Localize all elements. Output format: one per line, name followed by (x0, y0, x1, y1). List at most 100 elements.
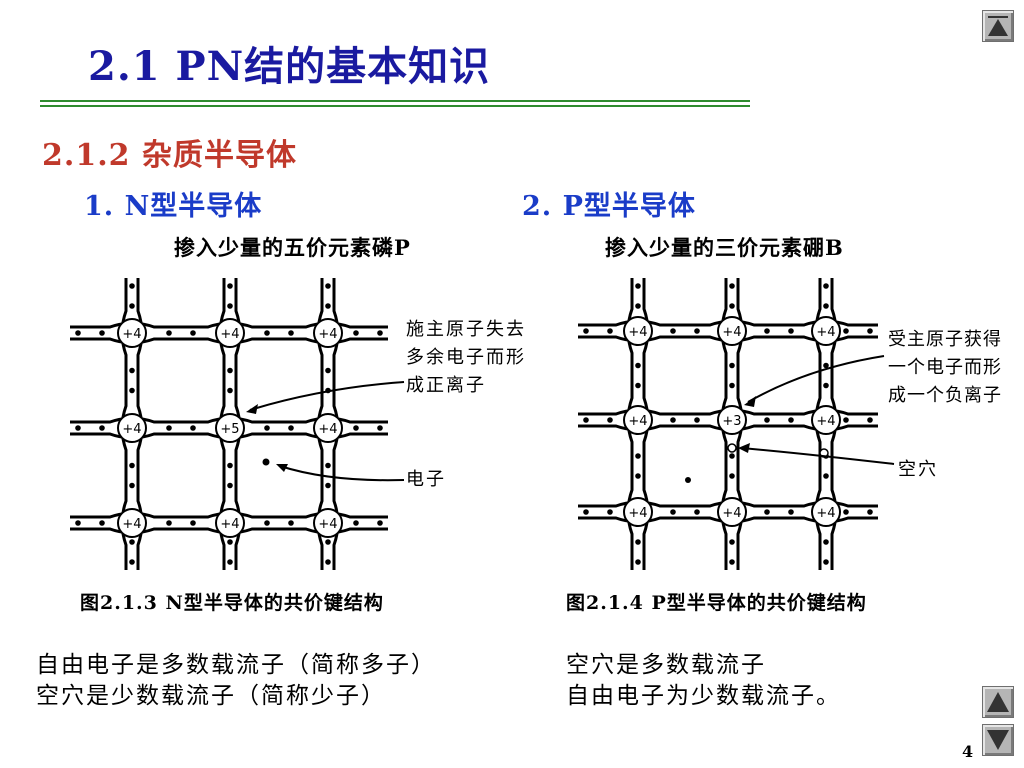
p-valence-electron (635, 539, 641, 545)
n-atom-charge: +4 (122, 517, 141, 532)
p-valence-electron (729, 382, 735, 389)
p-valence-electron (583, 509, 589, 515)
p-atom-charge: +4 (628, 325, 647, 340)
p-atom-charge: +4 (628, 414, 647, 429)
n-type-heading: 1. N型半导体 (84, 191, 263, 222)
top-nav-button[interactable] (982, 10, 1014, 42)
n-atom (215, 413, 245, 443)
n-atom-charge: +4 (220, 327, 239, 342)
n-valence-electron (227, 303, 233, 309)
n-valence-electron (166, 330, 172, 336)
p-type-acceptor-annotation: 受主原子获得 一个电子而形 成一个负离子 (888, 326, 1002, 410)
p-valence-electron (635, 283, 641, 289)
section-subtitle: 2.1.2 杂质半导体 (42, 138, 297, 173)
p-valence-electron (764, 328, 770, 334)
n-valence-electron (99, 330, 105, 336)
p-valence-electron (635, 362, 641, 369)
n-valence-electron (190, 330, 196, 336)
p-annotation-line-1: 受主原子获得 (888, 329, 1002, 350)
n-valence-electron (353, 520, 359, 526)
p-type-figure-caption: 图2.1.4 P型半导体的共价键结构 (566, 592, 867, 614)
p-free-electron (685, 477, 691, 483)
p-valence-electron (635, 453, 641, 459)
p-valence-electron (694, 417, 700, 423)
n-type-donor-annotation: 施主原子失去 多余电子而形 成正离子 (406, 316, 526, 400)
p-type-dopant-text: 掺入少量的三价元素硼B (605, 235, 844, 260)
n-valence-electron (129, 462, 135, 469)
n-valence-electron (99, 520, 105, 526)
p-valence-electron (607, 509, 613, 515)
n-valence-electron (166, 425, 172, 431)
n-atom-charge: +4 (122, 327, 141, 342)
n-summary-line-2: 空穴是少数载流子（简称少子） (36, 683, 386, 709)
p-valence-electron (635, 559, 641, 565)
n-valence-electron (377, 520, 383, 526)
p-valence-electron (694, 328, 700, 334)
n-valence-electron (129, 367, 135, 374)
n-valence-electron (190, 520, 196, 526)
n-atom (313, 413, 343, 443)
n-valence-electron (75, 425, 81, 431)
slide-title: 2.1 PN结的基本知识 (88, 43, 491, 90)
p-valence-electron (694, 509, 700, 515)
n-atom (313, 508, 343, 538)
p-valence-electron (583, 328, 589, 334)
n-type-lattice-diagram: +4+4+4+4+5+4+4+4+4 (70, 278, 405, 570)
n-valence-electron (166, 520, 172, 526)
p-type-heading: 2. P型半导体 (522, 191, 696, 222)
p-valence-electron (635, 473, 641, 479)
p-atom (717, 405, 747, 435)
p-atom (717, 316, 747, 346)
n-electron-arrowhead (276, 464, 288, 472)
n-atom (215, 318, 245, 348)
n-valence-electron (129, 559, 135, 565)
n-valence-electron (264, 520, 270, 526)
p-valence-electron (823, 539, 829, 545)
p-acceptor-arrowhead (744, 396, 756, 407)
n-donor-arrowhead (246, 404, 258, 414)
n-annotation-line-2: 多余电子而形 (406, 347, 526, 368)
n-type-summary: 自由电子是多数载流子（简称多子） 空穴是少数载流子（简称少子） (36, 650, 436, 712)
n-valence-electron (227, 559, 233, 565)
n-valence-electron (288, 330, 294, 336)
prev-slide-button[interactable] (982, 686, 1014, 718)
p-valence-electron (607, 328, 613, 334)
next-slide-button[interactable] (982, 724, 1014, 756)
n-atom (313, 318, 343, 348)
n-atom (117, 508, 147, 538)
p-hole (727, 443, 737, 453)
n-type-figure-caption: 图2.1.3 N型半导体的共价键结构 (80, 592, 384, 614)
n-valence-electron (325, 283, 331, 289)
n-annotation-line-3: 成正离子 (406, 375, 486, 396)
p-atom (623, 497, 653, 527)
triangle-down-icon (987, 730, 1009, 750)
n-valence-electron (353, 425, 359, 431)
p-atom-charge: +4 (816, 506, 835, 521)
p-valence-electron (867, 417, 873, 423)
p-valence-electron (670, 328, 676, 334)
n-free-electron (262, 458, 270, 466)
p-acceptor-arrow (747, 355, 885, 403)
p-valence-electron (823, 303, 829, 309)
page-number: 4 (962, 742, 974, 761)
p-valence-electron (823, 382, 829, 389)
n-valence-electron (227, 387, 233, 394)
n-valence-electron (377, 425, 383, 431)
title-rule-top (40, 100, 750, 102)
n-valence-electron (288, 520, 294, 526)
p-valence-electron (764, 509, 770, 515)
n-electron-arrow (279, 465, 405, 482)
p-type-lattice-diagram: +4+4+4+4+3+4+4+4+4 (578, 278, 895, 570)
triangle-up-icon (987, 692, 1009, 712)
p-valence-electron (635, 303, 641, 309)
p-valence-electron (729, 453, 735, 459)
n-valence-electron (129, 482, 135, 489)
p-valence-electron (729, 362, 735, 369)
p-valence-electron (843, 509, 849, 515)
p-valence-electron (843, 417, 849, 423)
triangle-up-icon (988, 16, 1008, 36)
p-valence-electron (823, 473, 829, 479)
p-atom (811, 316, 841, 346)
n-valence-electron (129, 387, 135, 394)
n-valence-electron (325, 367, 331, 374)
